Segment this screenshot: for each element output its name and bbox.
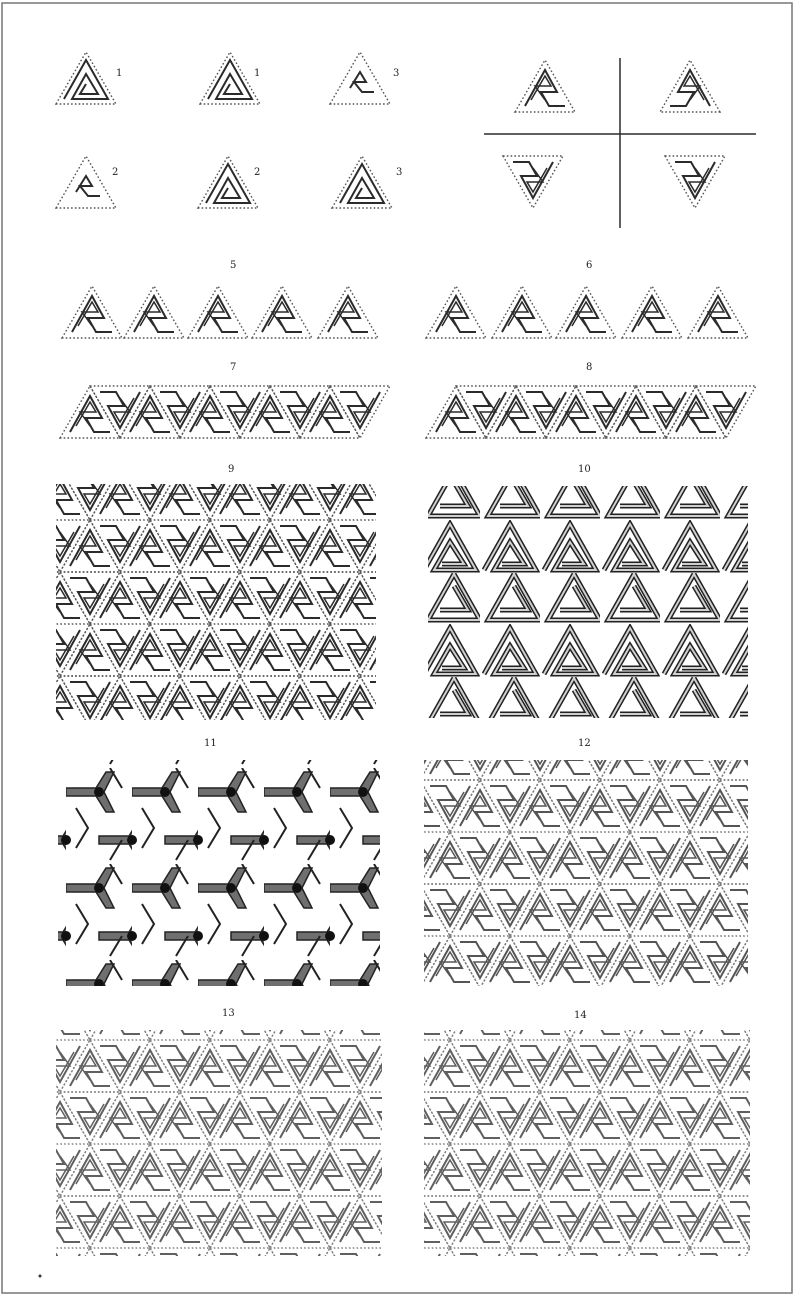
- label-3b: 3: [396, 167, 402, 178]
- hook-down-left: [503, 156, 563, 208]
- label-fig5: 5: [230, 260, 236, 271]
- figure-9-pattern: [56, 484, 376, 720]
- label-fig12: 12: [578, 738, 591, 749]
- figure-11-pattern: [58, 760, 380, 986]
- figure-7: [60, 386, 390, 438]
- figure-14-pattern: [424, 1030, 750, 1256]
- label-fig9: 9: [228, 464, 234, 475]
- label-1b: 1: [254, 68, 260, 79]
- figure-6: [426, 286, 748, 338]
- spiral-triangles-group: 1 1 3 2 2 3: [56, 52, 402, 208]
- label-2b: 2: [254, 167, 260, 178]
- label-1a: 1: [116, 68, 122, 79]
- spiral-triangle-1a: [56, 52, 116, 104]
- figure-8: [426, 386, 756, 438]
- figure-10-pattern: [428, 486, 748, 718]
- hook-up-left: [515, 60, 575, 112]
- figure-13-pattern: [56, 1030, 382, 1256]
- label-fig11: 11: [204, 738, 217, 749]
- label-2a: 2: [112, 167, 118, 178]
- hook-triangle-3a: [330, 52, 390, 104]
- label-fig6: 6: [586, 260, 592, 271]
- label-3a: 3: [393, 68, 399, 79]
- hook-down-right: [665, 156, 725, 208]
- label-fig8: 8: [586, 362, 592, 373]
- spiral-triangle-1b: [200, 52, 260, 104]
- label-fig10: 10: [578, 464, 591, 475]
- stray-dot: [39, 1275, 42, 1278]
- spiral-triangle-2b: [198, 156, 258, 208]
- label-fig14: 14: [574, 1010, 587, 1021]
- label-fig13: 13: [222, 1008, 235, 1019]
- spiral-triangle-3b: [332, 156, 392, 208]
- four-orientations-group: [484, 58, 756, 228]
- label-fig7: 7: [230, 362, 236, 373]
- figure-5: [62, 286, 378, 338]
- hook-triangle-2a: [56, 156, 116, 208]
- hook-up-right: [660, 60, 720, 112]
- figure-12-pattern: [424, 760, 748, 986]
